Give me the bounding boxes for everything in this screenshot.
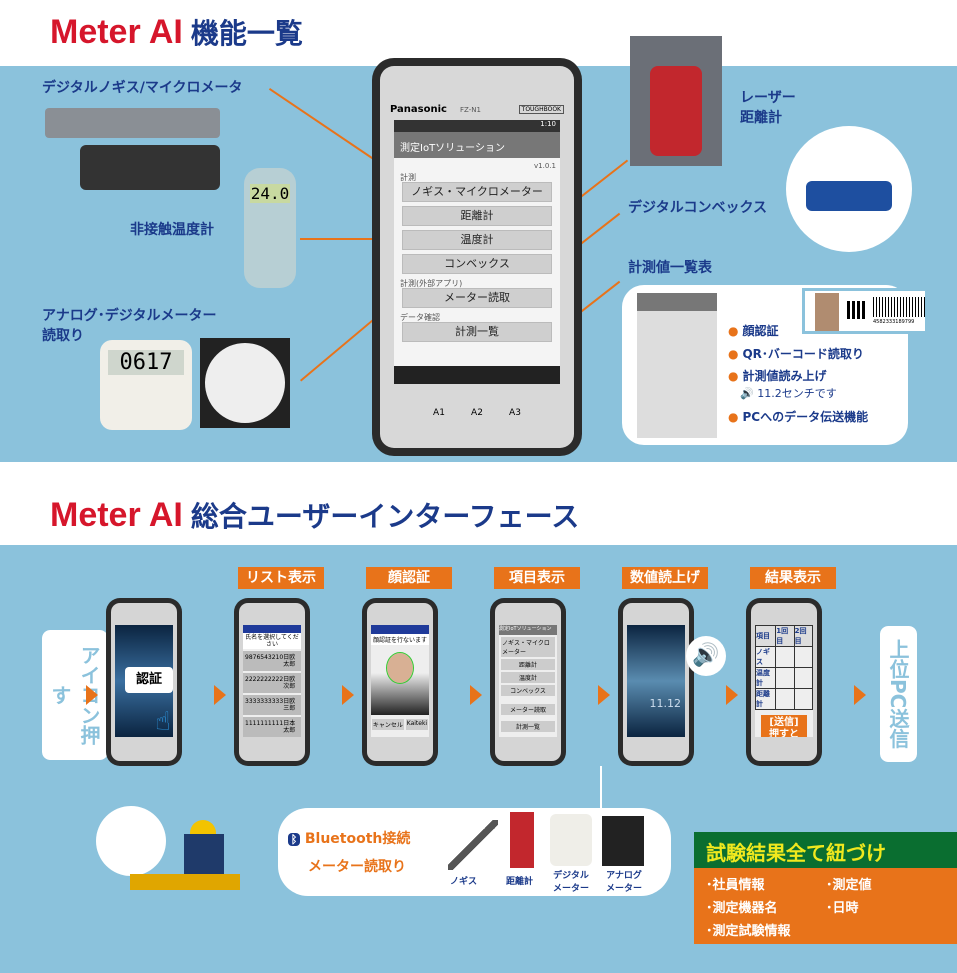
caliper-label: デジタルノギス/マイクロメータ xyxy=(42,80,243,96)
hand-pointer-icon: ☝ xyxy=(155,707,171,737)
app-screen: 1:10 測定IoTソリューション v1.0.1 計測 ノギス・マイクロメーター… xyxy=(394,120,560,384)
speaker-icon: 🔊 xyxy=(686,636,726,676)
send-button[interactable]: [送信]押すと xyxy=(761,715,807,737)
worker-illustration xyxy=(130,820,240,895)
flow-arrow xyxy=(470,685,482,705)
caliper-button[interactable]: ノギス・マイクロメーター xyxy=(402,182,552,202)
convex-image xyxy=(786,126,912,252)
key-a1[interactable]: A1 xyxy=(433,408,445,418)
analog-meter-image xyxy=(602,816,644,866)
micrometer-image xyxy=(80,145,220,190)
bluetooth-card: ᛒ Bluetooth接続 メーター読取り ノギス 距離計 デジタルメーター ア… xyxy=(278,808,671,896)
start-label: アイコン押す xyxy=(40,628,110,762)
laser-label: レーザー距離計 xyxy=(740,90,796,126)
speech-text: 🔊 11.2センチです xyxy=(740,387,837,400)
app-title: 測定IoTソリューション xyxy=(394,132,560,158)
flow-arrow xyxy=(214,685,226,705)
flow-arrow xyxy=(598,685,610,705)
distance-button[interactable]: 距離計 xyxy=(402,206,552,226)
caliper-button[interactable]: ノギス・マイクロメーター xyxy=(501,637,555,657)
cancel-button[interactable]: キャンセル xyxy=(371,719,404,730)
flow-arrow xyxy=(726,685,738,705)
flow-arrow xyxy=(342,685,354,705)
phone-reading: 11.12 xyxy=(618,598,694,766)
caliper-image xyxy=(45,108,220,138)
distance-button[interactable]: 距離計 xyxy=(501,659,555,670)
main-phone: Panasonic FZ-N1 TOUGHBOOK 1:10 測定IoTソリュー… xyxy=(372,58,582,456)
key-a3[interactable]: A3 xyxy=(509,408,521,418)
id-card-image: 4582333189799 xyxy=(802,288,928,334)
step-label: 結果表示 xyxy=(750,567,836,589)
step-label: 数値読上げ xyxy=(622,567,708,589)
caliper-hand-image xyxy=(96,806,166,876)
convex-button[interactable]: コンベックス xyxy=(501,685,555,696)
thermometer-image: 24.0 xyxy=(244,168,296,288)
end-label: 上位PC送信 xyxy=(878,624,919,764)
step-label: リスト表示 xyxy=(238,567,324,589)
caliper-image xyxy=(448,820,498,870)
analog-label: アナログ･デジタルメーター読取り xyxy=(42,308,217,344)
meter-read-button[interactable]: メーター読取 xyxy=(501,704,555,715)
phone-auth: 認証 ☝ xyxy=(106,598,182,766)
phone-menu: 測定IoTソリューション ノギス・マイクロメーター 距離計 温度計 コンベックス… xyxy=(490,598,566,766)
ok-button[interactable]: Kaiteki xyxy=(405,719,429,730)
laser-image xyxy=(630,36,722,166)
results-list: ･社員情報 ･測定値 ･測定機器名 ･日時 ･測定試験情報 xyxy=(694,868,957,944)
list-label: 計測値一覧表 xyxy=(628,260,712,276)
bluetooth-icon: ᛒ xyxy=(288,833,300,846)
convex-label: デジタルコンベックス xyxy=(628,200,768,216)
laser-image xyxy=(510,812,534,868)
list-button[interactable]: 計測一覧 xyxy=(501,721,555,732)
results-title: 試験結果全て紐づけ xyxy=(694,832,957,868)
meter-read-button[interactable]: メーター読取 xyxy=(402,288,552,308)
digital-meter-image xyxy=(550,814,592,866)
step-label: 項目表示 xyxy=(494,567,580,589)
thermo-label: 非接触温度計 xyxy=(130,222,214,238)
nav-bar xyxy=(394,366,560,384)
digital-timer-image: 0617 xyxy=(100,340,192,430)
convex-button[interactable]: コンベックス xyxy=(402,254,552,274)
list-button[interactable]: 計測一覧 xyxy=(402,322,552,342)
speaker-icon: 🔊 xyxy=(740,387,754,400)
auth-icon-button[interactable]: 認証 xyxy=(125,667,173,693)
connector-line xyxy=(300,238,400,240)
flow-arrow xyxy=(86,685,98,705)
key-a2[interactable]: A2 xyxy=(471,408,483,418)
flow-arrow xyxy=(854,685,866,705)
step-label: 顔認証 xyxy=(366,567,452,589)
thermometer-button[interactable]: 温度計 xyxy=(501,672,555,683)
connector-line xyxy=(600,766,602,810)
analog-meter-image xyxy=(200,338,290,428)
thermometer-button[interactable]: 温度計 xyxy=(402,230,552,250)
